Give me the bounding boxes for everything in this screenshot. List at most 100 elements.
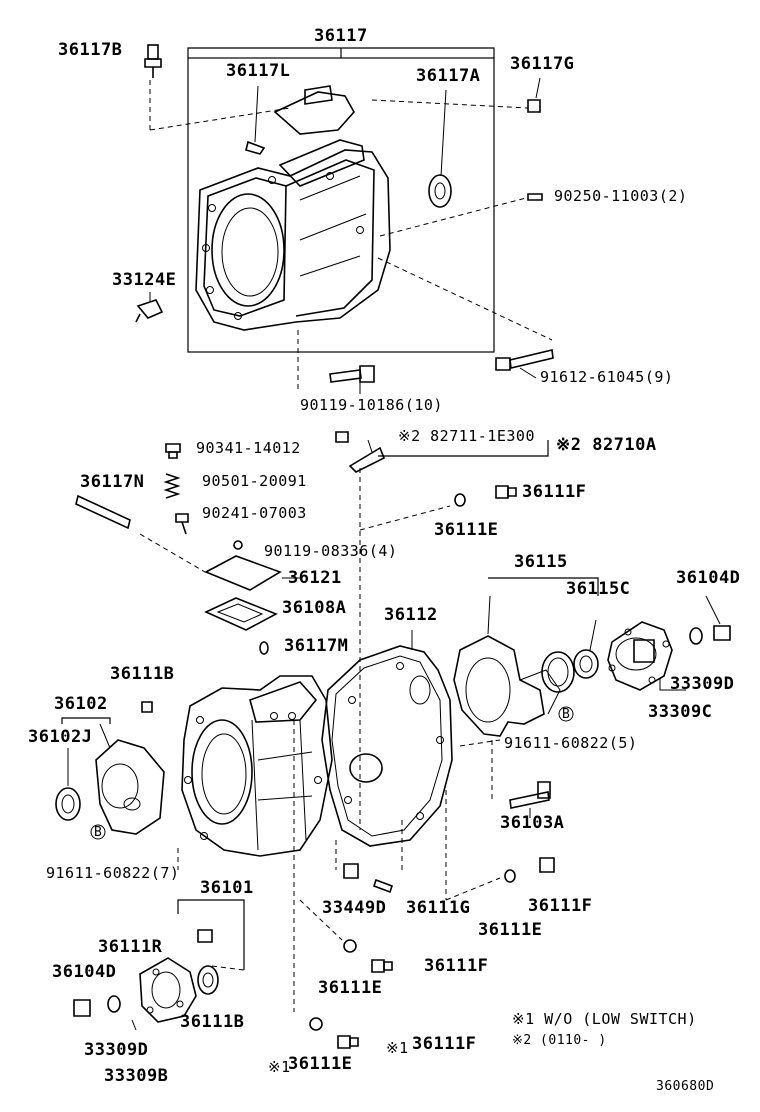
gasket-36111e-d xyxy=(309,1017,323,1031)
label-82710a: ※2 82710A xyxy=(556,435,657,455)
seal-36117a xyxy=(428,174,452,208)
label-36117g: 36117G xyxy=(510,54,575,74)
extension-housing-36115 xyxy=(453,635,561,737)
label-36111e-c: 36111E xyxy=(318,978,383,998)
label-36117: 36117 xyxy=(314,26,368,46)
gasket-36108a xyxy=(204,597,278,631)
housing-36101 xyxy=(181,675,333,857)
label-36117m: 36117M xyxy=(284,636,349,656)
flange-36104d-a xyxy=(607,621,673,691)
rod-36117n xyxy=(75,494,131,530)
seal-36102j xyxy=(55,787,81,821)
star-1-marker: ※1 xyxy=(386,1039,409,1057)
label-33309c: 33309C xyxy=(648,702,713,722)
b-marker-text-1: B xyxy=(562,707,571,722)
b-marker-2 xyxy=(90,824,106,840)
label-36102j: 36102J xyxy=(28,727,93,747)
label-36104d-b: 36104D xyxy=(52,962,117,982)
label-36111f-b: 36111F xyxy=(528,896,593,916)
gasket-36111e-a xyxy=(454,493,466,507)
pin-36117m xyxy=(259,641,269,655)
label-36111g: 36111G xyxy=(406,898,471,918)
seal-36111b-b xyxy=(197,965,219,995)
label-91611-b: 91611-60822(7) xyxy=(46,864,180,882)
label-36111e-b: 36111E xyxy=(478,920,543,940)
label-36117l: 36117L xyxy=(226,61,291,81)
diagram-id: 360680D xyxy=(656,1079,715,1094)
label-90341: 90341-14012 xyxy=(196,439,301,457)
label-91611-a: 91611-60822(5) xyxy=(504,734,638,752)
label-36101: 36101 xyxy=(200,878,254,898)
label-90501: 90501-20091 xyxy=(202,472,307,490)
switch-82711 xyxy=(335,431,386,473)
label-36111f-a: 36111F xyxy=(522,482,587,502)
label-90250: 90250-11003(2) xyxy=(554,187,688,205)
plug-36111f-d xyxy=(337,1035,359,1049)
bracket-33124e xyxy=(135,299,164,323)
label-36108a: 36108A xyxy=(282,598,347,618)
plug-36111f-c xyxy=(371,959,393,973)
label-36111r: 36111R xyxy=(98,937,163,957)
star-1-marker-2: ※1 xyxy=(268,1058,291,1076)
plug-36111b-a xyxy=(141,701,153,713)
cover-36102 xyxy=(95,739,165,835)
case-36117 xyxy=(195,139,391,331)
seal-36115c xyxy=(541,649,599,693)
label-36103a: 36103A xyxy=(500,813,565,833)
label-36117n: 36117N xyxy=(80,472,145,492)
label-36104d-a: 36104D xyxy=(676,568,741,588)
nut-36104d-b xyxy=(73,999,91,1017)
plug-36111f-b xyxy=(539,857,555,873)
b-marker-text-2: B xyxy=(94,825,103,840)
case-36117-group xyxy=(187,47,495,353)
spring-90501 xyxy=(163,473,181,499)
adapter-36112 xyxy=(321,645,453,847)
bolt-90119-08336 xyxy=(233,540,243,550)
label-36112: 36112 xyxy=(384,605,438,625)
label-33124e: 33124E xyxy=(112,270,177,290)
plug-36111f-a xyxy=(495,485,517,499)
label-90241: 90241-07003 xyxy=(202,504,307,522)
sensor-36117b xyxy=(144,44,162,78)
label-36111e-a: 36111E xyxy=(434,520,499,540)
label-36102: 36102 xyxy=(54,694,108,714)
plug-33449d xyxy=(343,863,359,879)
label-36111e-d: 36111E xyxy=(288,1054,353,1074)
b-marker-1 xyxy=(558,706,574,722)
label-82711: ※2 82711-1E300 xyxy=(398,427,535,445)
label-33309d-b: 33309D xyxy=(84,1040,149,1060)
label-36117a: 36117A xyxy=(416,66,481,86)
bolt-90119-10186 xyxy=(329,365,375,383)
pin-36111g xyxy=(372,878,394,894)
pin-90250 xyxy=(527,193,543,201)
label-90119-08336: 90119-08336(4) xyxy=(264,542,398,560)
plug-90341 xyxy=(165,443,181,459)
label-36121: 36121 xyxy=(288,568,342,588)
label-91612: 91612-61045(9) xyxy=(540,368,674,386)
bolt-36103a xyxy=(509,781,551,809)
plug-36111r xyxy=(197,929,213,943)
gasket-36111e-b xyxy=(504,869,516,883)
washer-33309d-b xyxy=(107,995,121,1013)
gasket-36111e-c xyxy=(343,939,357,953)
label-33309b: 33309B xyxy=(104,1066,169,1086)
label-36111f-c: 36111F xyxy=(424,956,489,976)
washer-33309d-a xyxy=(689,627,703,645)
plug-36117g xyxy=(527,99,541,113)
label-33449d: 33449D xyxy=(322,898,387,918)
label-36111b-b: 36111B xyxy=(180,1012,245,1032)
label-36115: 36115 xyxy=(514,552,568,572)
label-90119-10186: 90119-10186(10) xyxy=(300,396,443,414)
label-36117b: 36117B xyxy=(58,40,123,60)
note-2: ※2 (0110- ) xyxy=(512,1033,607,1048)
note-1: ※1 W/O (LOW SWITCH) xyxy=(512,1010,697,1028)
flange-36104d-b xyxy=(139,957,197,1023)
label-36111f-d: 36111F xyxy=(412,1034,477,1054)
label-36111b-a: 36111B xyxy=(110,664,175,684)
pin-90241 xyxy=(175,513,189,535)
label-33309d-a: 33309D xyxy=(670,674,735,694)
bolt-91612 xyxy=(495,349,554,371)
cover-36121 xyxy=(204,555,282,591)
